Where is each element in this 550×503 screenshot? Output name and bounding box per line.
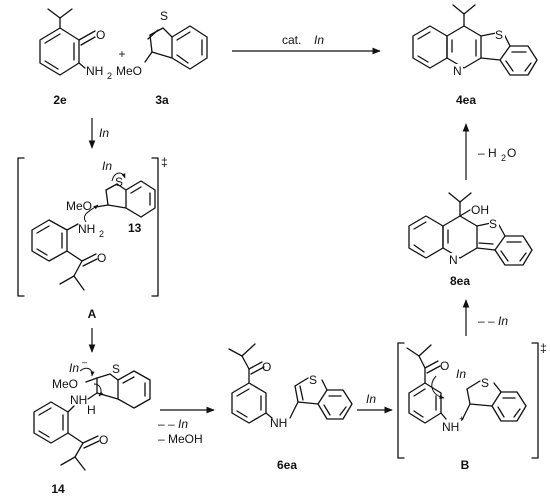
arrow-6ea-to-B: In <box>357 392 393 414</box>
intermediate-A-thiophene-In: In S MeO 13 <box>66 159 156 235</box>
compound-label-4ea: 4ea <box>456 93 476 107</box>
sulfur-label-14: S <box>112 362 120 376</box>
compound-6ea-structure: O NH S <box>228 343 353 430</box>
sulfur-label-B: S <box>481 376 489 390</box>
intermediate-A-aniline: NH 2 O <box>31 204 106 291</box>
amine-subscript-A: 2 <box>99 229 104 239</box>
transition-state-dagger-A: ‡ <box>161 155 168 169</box>
plus-sign: + <box>118 47 125 61</box>
compound-label-6ea: 6ea <box>277 458 297 472</box>
compound-label-A: A <box>88 307 97 321</box>
reagent-minus-in-dash: – <box>478 314 485 328</box>
intermediate-A-bracket: ‡ <box>17 155 168 297</box>
nh-label-6ea: NH <box>270 416 287 430</box>
compound-label-13: 13 <box>128 221 142 235</box>
nh-charge-B: + <box>459 414 464 424</box>
compound-3a-structure: S MeO <box>116 9 208 78</box>
indium-label-A: In <box>102 159 112 173</box>
indium-charge-14: – <box>82 357 87 367</box>
amine-label: NH <box>86 64 103 78</box>
nitrogen-label-4ea: N <box>453 64 462 78</box>
reagent-in-right: In <box>366 392 376 406</box>
reagent-minus-in-right: – In <box>487 314 508 328</box>
methoxy-label-A: MeO <box>66 199 92 213</box>
amine-label-A: NH <box>78 222 95 236</box>
hydroxyl-label-8ea: OH <box>471 203 489 217</box>
intermediate-B-bracket: ‡ <box>397 341 547 459</box>
indium-label-B: In <box>456 367 466 381</box>
ketone-oxygen-label-B: O <box>440 359 449 373</box>
compound-4ea-structure: S N <box>412 4 538 78</box>
ketone-oxygen-label-A: O <box>97 251 106 265</box>
reagent-h2o-subscript: 2 <box>501 153 506 163</box>
reagent-cat-prefix: cat. <box>282 33 301 47</box>
arrow-top-catalytic: cat. In <box>232 33 381 55</box>
arrow-8ea-to-4ea: – H 2 O <box>462 123 516 180</box>
reagent-minus-h2o: – H <box>478 146 497 160</box>
compound-label-8ea: 8ea <box>450 274 470 288</box>
compound-label-14: 14 <box>51 482 65 496</box>
nh-label-14: NH <box>70 393 87 407</box>
reagent-in-down: In <box>99 126 109 140</box>
amine-subscript: 2 <box>107 71 112 81</box>
sulfur-label: S <box>160 9 168 23</box>
h-label-14: H <box>87 403 96 417</box>
reagent-h2o-oxygen: O <box>507 146 516 160</box>
arrow-down-2e-to-A: In <box>88 118 109 149</box>
sulfur-label-8ea: S <box>489 217 497 231</box>
nitrogen-label-8ea: N <box>449 253 458 267</box>
methoxy-label-14: MeO <box>52 377 78 391</box>
methoxy-label: MeO <box>116 64 142 78</box>
nh-label-B: NH <box>442 420 459 434</box>
transition-state-dagger-B: ‡ <box>540 341 547 355</box>
reagent-minus-in-mid-dash: – <box>158 417 165 431</box>
ketone-oxygen-label-6ea: O <box>262 360 271 374</box>
sulfur-label-6ea: S <box>309 373 317 387</box>
compound-label-2e: 2e <box>53 93 67 107</box>
reagent-minus-meoh: – MeOH <box>158 432 203 446</box>
arrow-14-to-6ea: – – In – MeOH <box>158 406 215 446</box>
arrow-B-to-8ea: – – In <box>462 299 508 336</box>
compound-label-B: B <box>461 458 470 472</box>
sulfur-label-4ea: S <box>495 28 503 42</box>
compound-label-3a: 3a <box>155 93 169 107</box>
intermediate-B-structure: O In NH + S <box>406 344 527 434</box>
sulfur-label-A: S <box>115 175 123 189</box>
intermediate-14-structure: In – S MeO NH H O <box>33 357 151 471</box>
reagent-minus-in-mid: – In <box>167 417 188 431</box>
compound-2e-structure: O NH 2 <box>39 8 112 81</box>
ketone-oxygen-label-14: O <box>99 433 108 447</box>
ketone-oxygen-label: O <box>96 28 105 42</box>
reagent-cat-in: In <box>314 33 324 47</box>
compound-8ea-structure: OH S N <box>408 192 533 267</box>
indium-label-14: In <box>69 361 79 375</box>
